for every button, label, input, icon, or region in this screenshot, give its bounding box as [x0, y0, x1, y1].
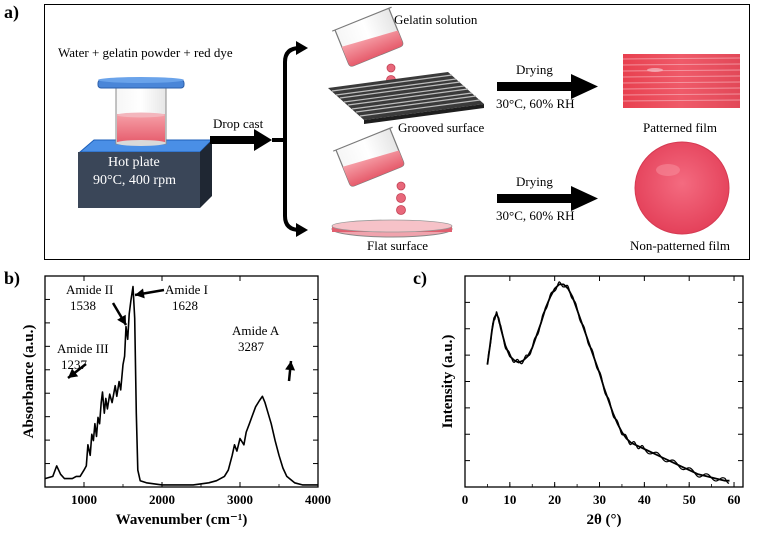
hot-plate-title: Hot plate	[108, 155, 160, 170]
grooved-surface	[328, 72, 484, 124]
flat-dish	[331, 219, 453, 238]
amide-i-arrow	[134, 288, 165, 299]
amide-i-name: Amide I	[165, 282, 208, 297]
drying-arrow-top	[497, 74, 598, 99]
x-tick-label: 4000	[305, 492, 331, 507]
drops-bottom	[396, 181, 406, 215]
amide-ii-value: 1538	[70, 298, 96, 313]
amide-a-arrow	[285, 360, 296, 382]
hot-plate-settings: 90°C, 400 rpm	[93, 173, 176, 188]
x-axis-label: 2θ (°)	[586, 512, 621, 528]
conditions-bottom-label: 30°C, 60% RH	[496, 208, 575, 223]
series-line	[486, 283, 730, 482]
panel-b-letter: b)	[4, 268, 21, 288]
x-tick-label: 40	[638, 492, 651, 507]
plot-frame	[464, 275, 744, 488]
x-tick-label: 20	[548, 492, 561, 507]
drying-top-label: Drying	[516, 62, 553, 77]
y-axis-label: Intensity (a.u.)	[440, 335, 456, 429]
x-tick-label: 50	[683, 492, 696, 507]
x-tick-label: 60	[728, 492, 741, 507]
y-axis-label: Absorbance (a.u.)	[21, 325, 37, 439]
x-tick-label: 30	[593, 492, 606, 507]
drop-cast-arrow	[210, 129, 272, 151]
panel-a-illustration	[78, 6, 741, 238]
gelatin-solution-label: Gelatin solution	[394, 12, 478, 27]
amide-iii-value: 1237	[61, 357, 87, 372]
x-tick-label: 3000	[227, 492, 253, 507]
amide-ii-arrow	[111, 302, 128, 326]
pouring-beaker-bottom-icon	[332, 126, 405, 187]
beaker-icon	[97, 77, 185, 146]
x-tick-label: 0	[462, 492, 469, 507]
series-noise	[486, 281, 730, 484]
panel-a-frame	[44, 4, 750, 260]
plot-frame	[44, 275, 319, 488]
amide-iii-arrow	[67, 363, 87, 379]
amide-i-value: 1628	[172, 298, 198, 313]
non-patterned-film-label: Non-patterned film	[630, 238, 730, 253]
series-line	[44, 285, 318, 486]
ingredients-label: Water + gelatin powder + red dye	[58, 45, 233, 60]
xrd-chart: 0 10 20 30 40 50 60 2θ (°) Intensity (a.u.)	[440, 275, 744, 528]
patterned-film-label: Patterned film	[643, 120, 718, 135]
non-patterned-film-image	[634, 141, 730, 235]
x-axis-label: Wavenumber (cm⁻¹)	[116, 512, 248, 528]
x-tick-label: 2000	[149, 492, 175, 507]
drying-arrow-bottom	[497, 186, 598, 211]
drop-cast-label: Drop cast	[213, 116, 264, 131]
x-tick-label: 1000	[71, 492, 97, 507]
drying-bottom-label: Drying	[516, 174, 553, 189]
patterned-film-image	[622, 54, 741, 108]
panel-a-letter: a)	[4, 2, 19, 22]
amide-ii-name: Amide II	[66, 282, 114, 297]
amide-iii-name: Amide III	[57, 341, 109, 356]
pouring-beaker-top-icon	[331, 6, 404, 67]
amide-a-value: 3287	[238, 339, 264, 354]
panel-c-letter: c)	[413, 268, 427, 288]
conditions-top-label: 30°C, 60% RH	[496, 96, 575, 111]
flat-surface-label: Flat surface	[367, 238, 429, 253]
x-tick-label: 10	[503, 492, 516, 507]
amide-a-name: Amide A	[232, 323, 280, 338]
branch-bracket	[272, 46, 301, 232]
grooved-surface-label: Grooved surface	[398, 120, 485, 135]
